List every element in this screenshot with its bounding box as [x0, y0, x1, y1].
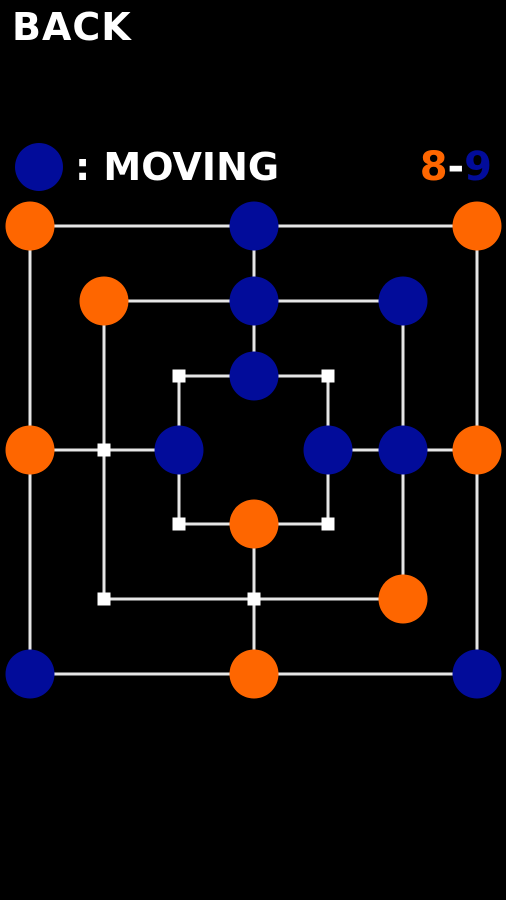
current-player-piece	[15, 143, 63, 191]
blue-piece[interactable]	[5, 649, 55, 699]
orange-piece[interactable]	[5, 201, 55, 251]
orange-piece[interactable]	[452, 201, 502, 251]
empty-board-point[interactable]	[247, 592, 261, 606]
orange-piece[interactable]	[79, 276, 129, 326]
score-orange: 8	[419, 144, 448, 190]
blue-piece[interactable]	[303, 425, 353, 475]
orange-piece[interactable]	[229, 499, 279, 549]
blue-piece[interactable]	[378, 276, 428, 326]
empty-board-point[interactable]	[97, 592, 111, 606]
orange-piece[interactable]	[378, 574, 428, 624]
score-blue: 9	[464, 144, 492, 190]
orange-piece[interactable]	[5, 425, 55, 475]
blue-piece[interactable]	[154, 425, 204, 475]
blue-piece[interactable]	[229, 276, 279, 326]
blue-piece[interactable]	[229, 201, 279, 251]
empty-board-point[interactable]	[97, 443, 111, 457]
orange-piece[interactable]	[229, 649, 279, 699]
orange-piece[interactable]	[452, 425, 502, 475]
empty-board-point[interactable]	[172, 369, 186, 383]
score-separator: -	[447, 144, 465, 190]
empty-board-point[interactable]	[172, 517, 186, 531]
score: 8-9	[420, 143, 492, 191]
empty-board-point[interactable]	[321, 517, 335, 531]
empty-board-point[interactable]	[321, 369, 335, 383]
blue-piece[interactable]	[378, 425, 428, 475]
blue-piece[interactable]	[229, 351, 279, 401]
back-button[interactable]: BACK	[12, 5, 132, 49]
turn-indicator: : MOVING	[15, 143, 279, 191]
turn-status-label: : MOVING	[75, 145, 280, 189]
blue-piece[interactable]	[452, 649, 502, 699]
